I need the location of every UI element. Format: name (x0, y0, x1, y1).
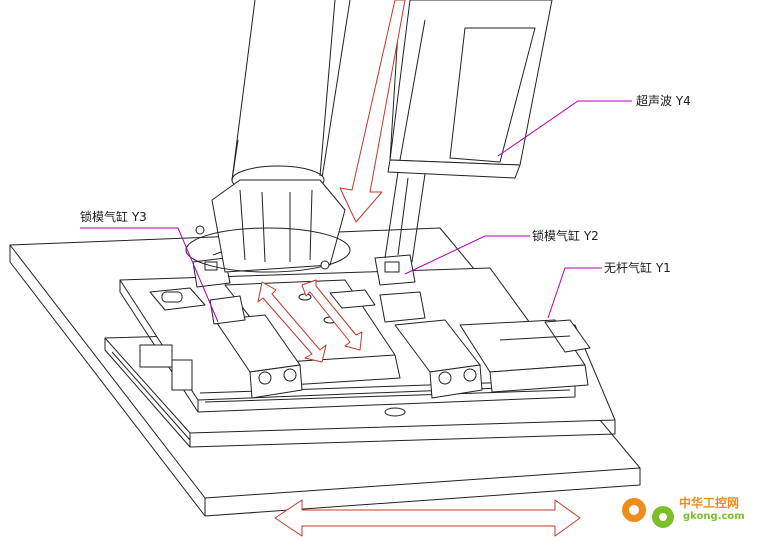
cylinder-y1 (459, 319, 591, 393)
cylinder-y3 (149, 244, 303, 399)
watermark-brand: 中华工控网 (679, 496, 740, 510)
clamp-motion-arrow-2 (301, 279, 363, 351)
clamp-motion-arrow (257, 281, 327, 363)
watermark-gears (622, 498, 674, 528)
leader-y2 (404, 235, 530, 275)
leader-y1 (547, 267, 602, 319)
leader-y3 (80, 227, 219, 323)
ultrasonic-column (185, 0, 351, 273)
cylinder-y2 (329, 254, 483, 399)
label-lock-cylinder-y2: 锁模气缸 Y2 (532, 229, 599, 243)
watermark-site: gkong.com (683, 511, 745, 522)
label-lock-cylinder-y3: 锁模气缸 Y3 (80, 210, 147, 224)
leader-y4 (497, 100, 632, 157)
ultrasonic-housing (384, 0, 553, 263)
label-rodless-cylinder-y1: 无杆气缸 Y1 (604, 261, 671, 275)
vertical-motion-arrow (339, 0, 406, 223)
horizontal-motion-arrow (274, 499, 581, 537)
label-ultrasonic-y4: 超声波 Y4 (636, 94, 691, 108)
